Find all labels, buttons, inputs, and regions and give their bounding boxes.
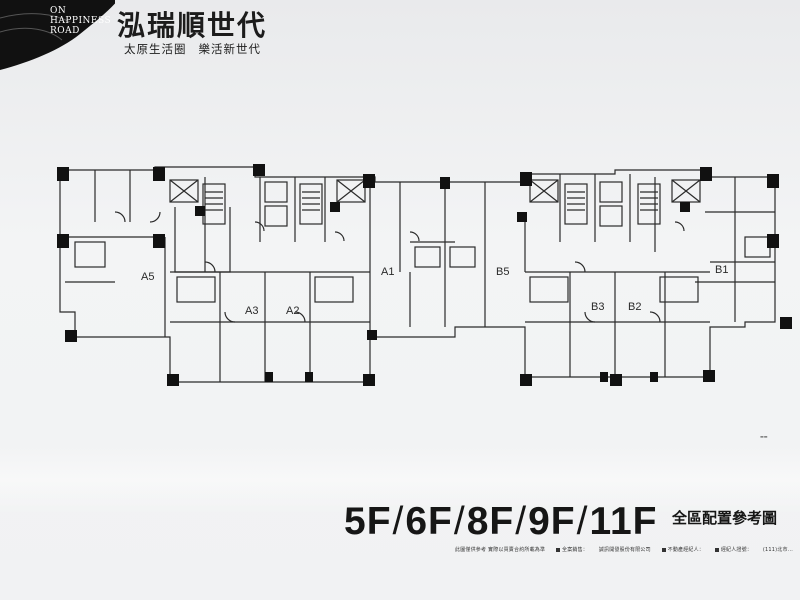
- unit-label: A1: [381, 266, 394, 278]
- tiny-mark: ▬▬: [760, 434, 768, 439]
- legal-disclaimer: 此圖僅供參考 實際以買賣合約所載為準 全案銷售： 誠訊開發股份有限公司 不動產經…: [455, 546, 800, 553]
- unit-label: A2: [286, 305, 299, 317]
- floor-separator: /: [576, 500, 589, 543]
- project-subtitle: 太原生活圈樂活新世代: [124, 41, 261, 57]
- unit-label: B2: [628, 301, 641, 313]
- subtitle-part: 樂活新世代: [198, 42, 261, 56]
- paper-fold: [0, 445, 800, 515]
- floor-label: 11F: [589, 500, 658, 543]
- unit-label: B5: [496, 266, 509, 278]
- english-logo-line: ON: [50, 6, 67, 16]
- disclaimer-license: 不動產經紀人：: [667, 547, 705, 553]
- floor-label: 9F: [528, 500, 576, 543]
- disclaimer-company: 誠訊開發股份有限公司: [598, 547, 651, 553]
- floor-separator: /: [453, 500, 466, 543]
- project-title: 泓瑞順世代: [117, 9, 268, 42]
- unit-label: B3: [591, 301, 604, 313]
- disclaimer-agent: 經紀人證號：: [720, 547, 753, 553]
- floor-list: 5F/6F/8F/9F/11F: [344, 500, 658, 544]
- brand-swoosh-graphic: [0, 0, 115, 70]
- floor-separator: /: [515, 500, 528, 543]
- disclaimer-address: (111)北市...: [762, 547, 794, 553]
- unit-label: A5: [141, 271, 154, 283]
- bullet-square-icon: [556, 547, 560, 552]
- english-logo-line: ROAD: [50, 26, 80, 36]
- floor-label: 5F: [344, 500, 392, 543]
- bullet-square-icon: [661, 547, 666, 552]
- disclaimer-sales: 全案銷售：: [562, 547, 589, 553]
- floor-label: 8F: [466, 500, 515, 543]
- unit-label: B1: [715, 264, 728, 276]
- subtitle-part: 太原生活圈: [124, 42, 187, 56]
- bullet-square-icon: [714, 547, 719, 552]
- disclaimer-note: 此圖僅供參考 實際以買賣合約所載為準: [455, 547, 546, 553]
- floor-plan: A5 A3 A2 A1 B5 B3 B2 B1: [57, 164, 792, 386]
- plan-caption: 全區配置參考圖: [672, 509, 778, 527]
- floor-label: 6F: [405, 500, 453, 543]
- english-logo: ON HAPPINESS ROAD: [50, 6, 120, 36]
- english-logo-line: HAPPINESS: [50, 16, 112, 26]
- floor-separator: /: [392, 500, 405, 543]
- unit-label: A3: [245, 305, 258, 317]
